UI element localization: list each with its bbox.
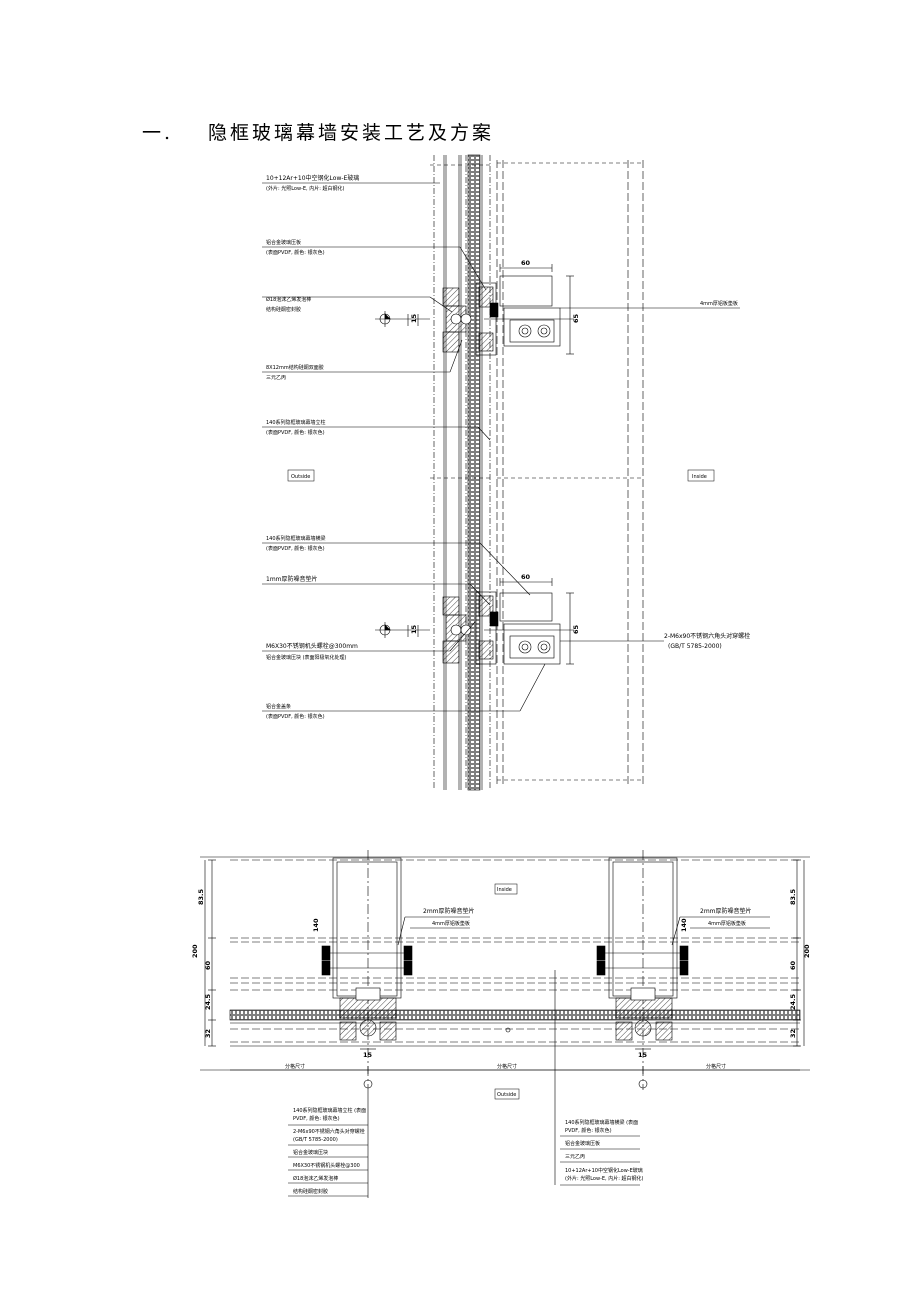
plan-dim-d-right: 60 bbox=[789, 960, 797, 970]
heading-number: 一. bbox=[142, 122, 174, 144]
label-outside: Outside bbox=[291, 474, 310, 480]
plan-grid-left: 分格尺寸 bbox=[285, 1063, 305, 1070]
label-inside: Inside bbox=[692, 474, 707, 480]
plan-label-plate-left: 4mm厚铝板垫板 bbox=[432, 920, 470, 927]
legend-right-1a: 140系列隐框玻璃幕墙横梁 (表面 bbox=[565, 1119, 638, 1126]
plan-mullion-left bbox=[321, 850, 413, 1090]
plan-dim-f-left: 32 bbox=[204, 1029, 212, 1038]
label-shim: 1mm厚防噪音垫片 bbox=[266, 575, 318, 583]
plan-dim-c-left: 140 bbox=[312, 918, 320, 932]
plan-legend-left-text: 140系列隐框玻璃幕墙立柱 (表面 PVDF, 颜色: 银灰色) 2-M6x90… bbox=[293, 1107, 366, 1195]
plan-legend-left bbox=[288, 1124, 368, 1197]
label-rod-2: 结构硅酮密封胶 bbox=[266, 306, 301, 313]
label-mullion-1: 140系列隐框玻璃幕墙立柱 bbox=[266, 419, 326, 426]
label-cover-2: (表面PVDF, 颜色: 银灰色) bbox=[266, 713, 325, 720]
legend-right-2: 铝合金玻璃压板 bbox=[565, 1140, 600, 1147]
label-gasket-2: 三元乙丙 bbox=[266, 374, 286, 381]
plan-dim-a-right: 83.5 bbox=[789, 888, 797, 905]
plan-dim-f-right: 32 bbox=[789, 1029, 797, 1038]
plan-dim-b-right: 200 bbox=[803, 944, 811, 958]
label-clip-2: (表面PVDF, 颜色: 银灰色) bbox=[266, 249, 325, 256]
label-bolt-2: 铝合金玻璃压块 (表面阳极氧化处理) bbox=[266, 654, 347, 661]
label-glass-1: 10+12Ar+10中空钢化Low-E玻璃 bbox=[266, 174, 359, 182]
label-clip-1: 铝合金玻璃压板 bbox=[266, 239, 301, 246]
lower-joint-detail bbox=[375, 591, 574, 665]
label-bolt-1: M6X30不锈钢机头螺栓@300mm bbox=[266, 642, 358, 650]
plan-dim-g-left: 15 bbox=[363, 1051, 373, 1059]
plan-dim-e-left: 24.5 bbox=[204, 993, 212, 1010]
plan-legend-right-text: 140系列隐框玻璃幕墙横梁 (表面 PVDF, 颜色: 银灰色) 铝合金玻璃压板… bbox=[565, 1119, 643, 1182]
label-transom-1: 140系列隐框玻璃幕墙横梁 bbox=[266, 535, 326, 542]
plan-label-shim-left: 2mm厚防噪音垫片 bbox=[423, 907, 475, 915]
plan-section-labels: Inside Outside 2mm厚防噪音垫片 4mm厚铝板垫板 2mm厚防噪… bbox=[191, 883, 811, 1100]
plan-dim-c-right: 140 bbox=[680, 918, 688, 932]
plan-dim-d-left: 60 bbox=[204, 960, 212, 970]
legend-left-3: 铝合金玻璃压块 bbox=[293, 1149, 328, 1156]
plan-dim-b-left: 200 bbox=[191, 944, 199, 958]
plan-section-drawing bbox=[200, 850, 810, 1198]
legend-left-1b: PVDF, 颜色: 银灰色) bbox=[293, 1115, 340, 1122]
label-plate: 4mm厚铝板垫板 bbox=[700, 300, 738, 307]
legend-right-4b: (外片: 光照Low-E, 内片: 超白钢化) bbox=[565, 1175, 643, 1182]
upper-joint-detail bbox=[375, 275, 574, 356]
plan-label-outside: Outside bbox=[497, 1092, 516, 1098]
dim-15-lower: 15 bbox=[410, 624, 418, 634]
plan-label-shim-right: 2mm厚防噪音垫片 bbox=[700, 907, 752, 915]
label-transom-2: (表面PVDF, 颜色: 银灰色) bbox=[266, 545, 325, 552]
plan-legend-right bbox=[560, 1135, 640, 1186]
label-rod-1: Ø18泡沫乙烯发泡棒 bbox=[266, 296, 311, 303]
legend-right-4a: 10+12Ar+10中空钢化Low-E玻璃 bbox=[565, 1167, 643, 1174]
label-glass-2: (外片: 光照Low-E, 内片: 超白钢化) bbox=[266, 185, 344, 192]
plan-label-plate-right: 4mm厚铝板垫板 bbox=[708, 920, 746, 927]
label-anchor-2: (GB/T 5785-2000) bbox=[668, 643, 722, 650]
section-heading: 一. 隐框玻璃幕墙安装工艺及方案 bbox=[142, 118, 494, 145]
label-anchor-1: 2-M6x90不锈钢六角头对穿螺栓 bbox=[664, 632, 750, 640]
legend-left-2a: 2-M6x90不锈钢六角头对穿螺栓 bbox=[293, 1128, 365, 1135]
plan-dim-a-left: 83.5 bbox=[197, 888, 205, 905]
legend-left-6: 结构硅酮密封胶 bbox=[293, 1188, 328, 1195]
plan-dim-g-right: 15 bbox=[638, 1051, 648, 1059]
label-cover-1: 铝合金盖条 bbox=[266, 703, 291, 710]
vertical-section-drawing bbox=[262, 154, 740, 791]
vertical-section-labels: 10+12Ar+10中空钢化Low-E玻璃 (外片: 光照Low-E, 内片: … bbox=[266, 174, 750, 720]
dim-65-upper: 65 bbox=[572, 313, 580, 323]
plan-dim-e-right: 24.5 bbox=[789, 993, 797, 1010]
plan-label-inside: Inside bbox=[497, 887, 512, 893]
legend-right-1b: PVDF, 颜色: 银灰色) bbox=[565, 1127, 612, 1134]
heading-title: 隐框玻璃幕墙安装工艺及方案 bbox=[208, 122, 495, 144]
legend-left-4: M6X30不锈钢机头螺栓@300 bbox=[293, 1162, 360, 1169]
dim-60-lower: 60 bbox=[521, 573, 531, 581]
dim-15-upper: 15 bbox=[410, 313, 418, 323]
legend-left-2b: (GB/T 5785-2000) bbox=[293, 1137, 338, 1143]
legend-right-3: 三元乙丙 bbox=[565, 1153, 585, 1160]
plan-mullion-right bbox=[596, 850, 689, 1090]
legend-left-1a: 140系列隐框玻璃幕墙立柱 (表面 bbox=[293, 1107, 366, 1114]
label-mullion-2: (表面PVDF, 颜色: 银灰色) bbox=[266, 429, 325, 436]
label-gasket-1: 8X12mm结构硅酮双面胶 bbox=[266, 364, 324, 371]
plan-grid-mid: 分格尺寸 bbox=[497, 1063, 517, 1070]
legend-left-5: Ø18泡沫乙烯发泡棒 bbox=[293, 1175, 338, 1182]
dim-65-lower: 65 bbox=[572, 624, 580, 634]
plan-grid-right: 分格尺寸 bbox=[706, 1063, 726, 1070]
dim-60-upper: 60 bbox=[521, 259, 531, 267]
